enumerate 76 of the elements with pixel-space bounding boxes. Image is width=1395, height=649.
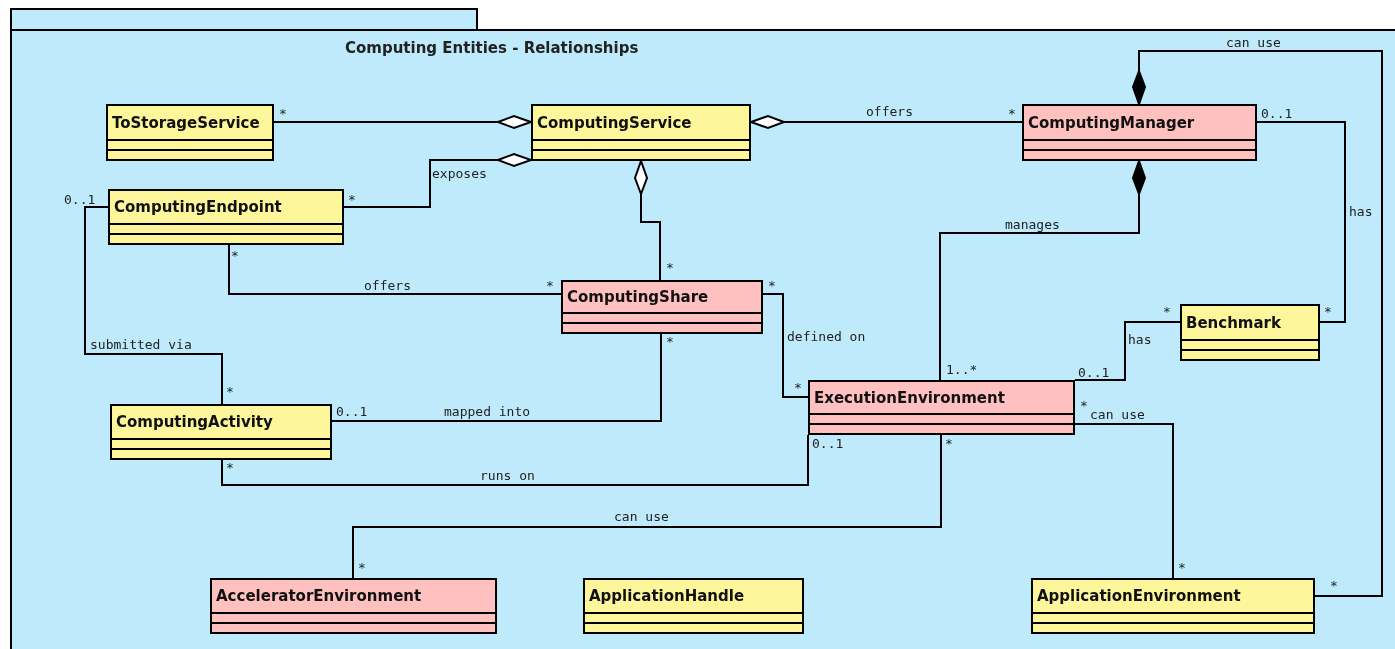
class-name: ToStorageService <box>112 113 260 132</box>
edge-label: runs on <box>480 468 535 483</box>
multiplicity-label: * <box>794 380 802 395</box>
class-box <box>1022 104 1257 161</box>
class-name: ApplicationHandle <box>589 587 745 605</box>
edge-label: offers <box>364 278 411 293</box>
multiplicity-label: * <box>226 460 234 475</box>
multiplicity-label: * <box>546 278 554 293</box>
diamond-connector <box>634 160 661 281</box>
edge-label: has <box>1128 332 1152 347</box>
package-frame <box>10 8 1395 649</box>
connector-line <box>84 206 223 405</box>
edge-label: submitted via <box>90 337 192 352</box>
class-box <box>210 578 497 634</box>
multiplicity-label: * <box>768 278 776 293</box>
diamond-connector <box>1132 50 1383 597</box>
edge-label: can use <box>614 509 669 524</box>
class-name: ApplicationEnvironment <box>1037 587 1241 605</box>
class-name: ComputingShare <box>567 288 709 306</box>
multiplicity-label: 0..1 <box>64 192 96 207</box>
class-box <box>1180 304 1320 361</box>
connector-line <box>331 333 662 422</box>
multiplicity-label: 1..* <box>946 362 978 377</box>
edge-label: exposes <box>432 166 487 181</box>
class-name: ExecutionEnvironment <box>814 388 1005 407</box>
multiplicity-label: * <box>666 260 674 275</box>
class-name: ComputingManager <box>1028 113 1195 132</box>
class-name: ComputingEndpoint <box>114 198 282 216</box>
class-box <box>531 104 751 161</box>
class-box <box>583 578 804 634</box>
class-name: AcceleratorEnvironment <box>216 587 422 605</box>
connector-line <box>228 244 562 295</box>
edge-label: can use <box>1090 407 1145 422</box>
package-title: Computing Entities - Relationships <box>345 39 639 57</box>
class-box <box>1031 578 1315 634</box>
multiplicity-label: 0..1 <box>1261 106 1293 121</box>
multiplicity-label: * <box>348 192 356 207</box>
multiplicity-label: * <box>1080 398 1088 413</box>
diamond-connector <box>939 160 1146 381</box>
connector-line <box>1074 321 1181 381</box>
class-name: Benchmark <box>1186 313 1281 332</box>
class-box <box>808 380 1075 435</box>
connector-line <box>1074 423 1174 579</box>
multiplicity-label: 0..1 <box>1078 365 1110 380</box>
edge-label: mapped into <box>444 404 531 419</box>
connector-line <box>352 434 942 579</box>
class-box <box>561 280 763 334</box>
class-box <box>108 189 344 245</box>
edge-label: offers <box>866 104 913 119</box>
multiplicity-label: * <box>226 384 234 399</box>
multiplicity-label: * <box>1163 304 1171 319</box>
multiplicity-label: * <box>1178 560 1186 575</box>
multiplicity-label: 0..1 <box>812 436 844 451</box>
diamond-connector <box>343 153 532 208</box>
edge-label: can use <box>1226 35 1281 50</box>
class-name: ComputingActivity <box>116 413 273 431</box>
diamond-connector <box>750 115 1023 129</box>
connector-line <box>1256 121 1346 323</box>
edge-label: has <box>1349 204 1373 219</box>
class-box <box>106 104 274 161</box>
multiplicity-label: * <box>231 248 239 263</box>
edge-label: defined on <box>787 329 866 344</box>
connector-line <box>762 293 809 398</box>
multiplicity-label: * <box>279 106 287 121</box>
multiplicity-label: * <box>1324 304 1332 319</box>
multiplicity-label: * <box>666 334 674 349</box>
diamond-connector <box>273 115 532 129</box>
multiplicity-label: * <box>1330 578 1338 593</box>
edge-label: manages <box>1005 217 1060 232</box>
multiplicity-label: 0..1 <box>336 404 368 419</box>
class-name: ComputingService <box>537 113 692 132</box>
multiplicity-label: * <box>358 560 366 575</box>
multiplicity-label: * <box>1008 106 1016 121</box>
multiplicity-label: * <box>945 436 953 451</box>
class-box <box>110 404 332 460</box>
connector-line <box>221 434 809 486</box>
